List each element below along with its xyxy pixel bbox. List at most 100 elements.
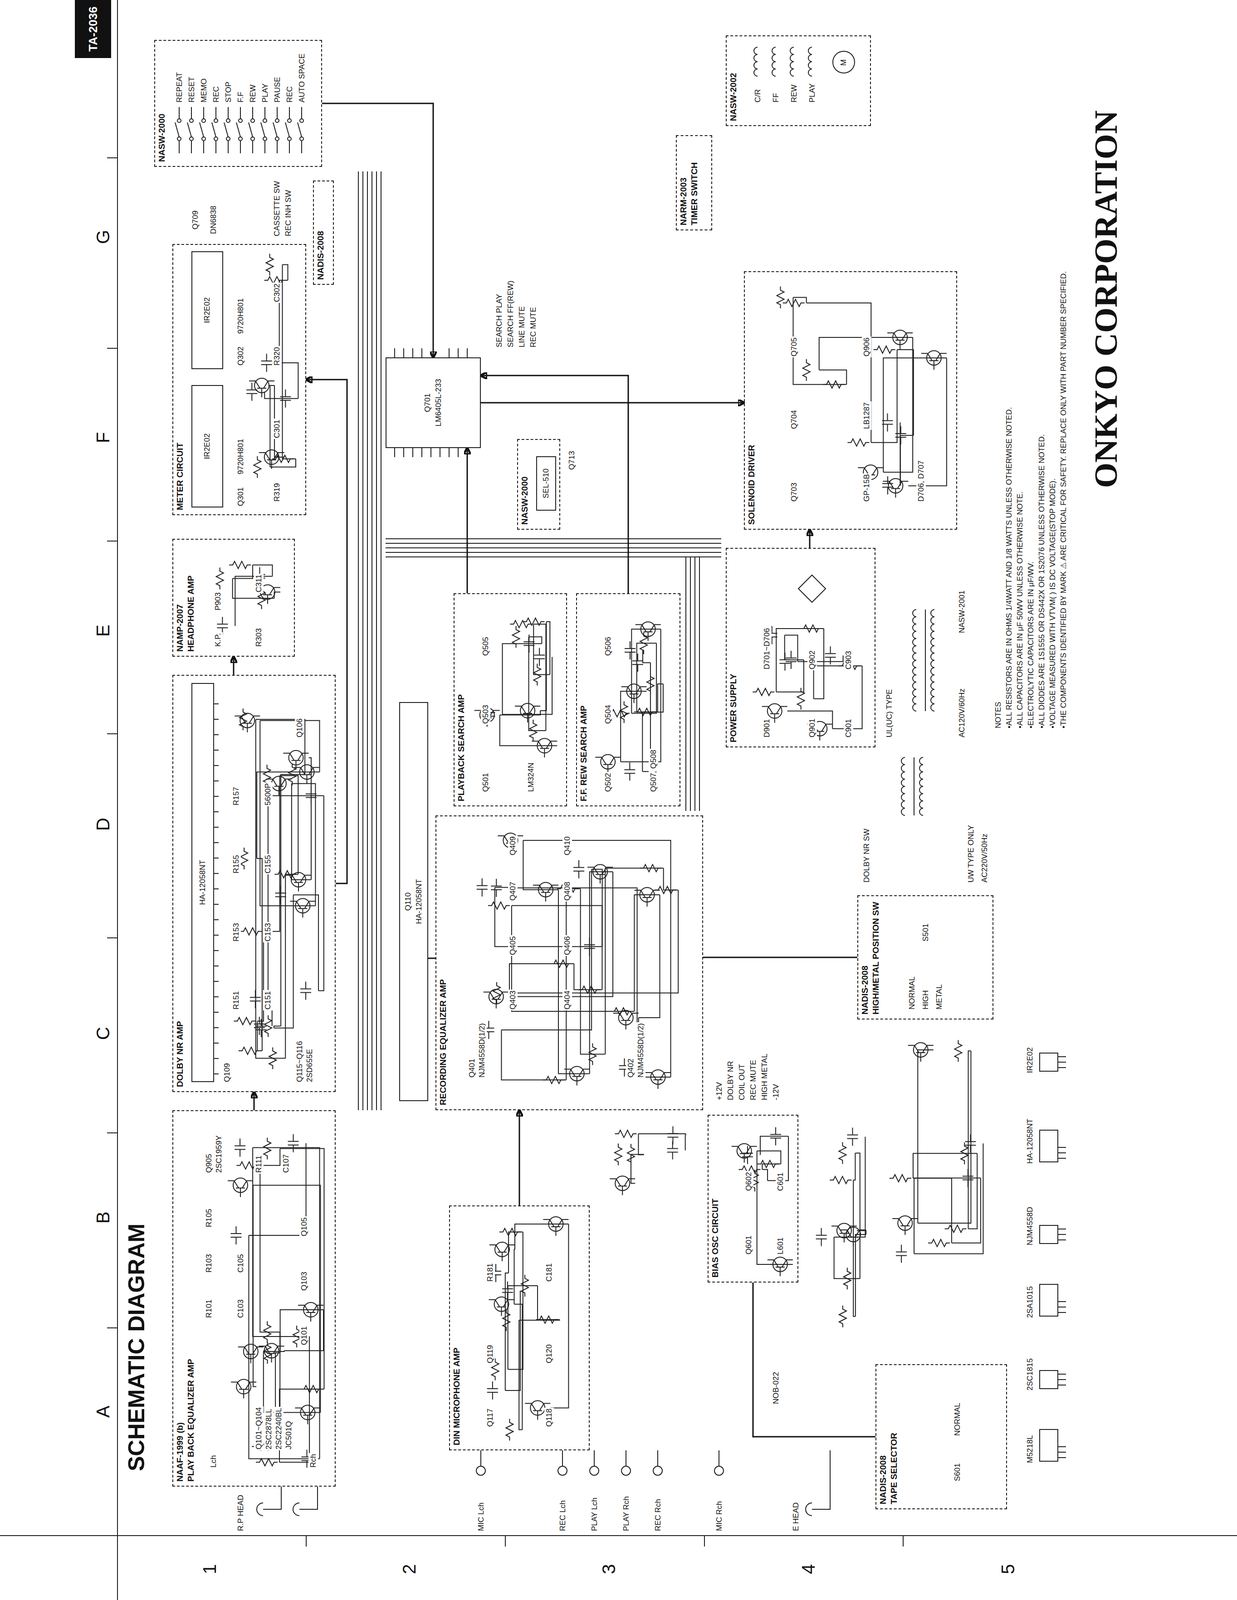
note-text: •ALL CAPACITORS ARE IN μF 50WV UNLESS OT… [1015, 490, 1025, 730]
part-label: C105 [235, 1253, 246, 1274]
head-symbol [805, 1450, 831, 1516]
part-label: R151 [231, 990, 241, 1011]
capacitor-symbol [742, 1146, 753, 1165]
part-label: 2SA1015 [1025, 1285, 1035, 1320]
wire [813, 665, 863, 700]
capacitor-symbol [632, 653, 644, 672]
block-title: NASW-2000 [519, 475, 530, 527]
resistor-symbol [614, 1144, 622, 1166]
switch-contact [189, 136, 194, 141]
circuit-block: NADIS-2008TAPE SELECTOR [875, 1364, 1008, 1510]
wire [897, 349, 914, 436]
switch-symbol [285, 107, 290, 154]
wire [256, 858, 263, 1052]
grid-tick [107, 1132, 118, 1134]
part-label: REC [211, 85, 221, 104]
wire [528, 636, 543, 644]
wire [232, 578, 275, 599]
transistor-leads [531, 741, 558, 758]
block-title: HIGH/METAL POSITION SW [870, 900, 881, 1017]
switch-contact [201, 118, 206, 123]
wire [663, 868, 679, 890]
part-label: +12V [714, 1081, 724, 1102]
resistor-symbol [954, 1040, 962, 1062]
part-label: METAL [934, 983, 944, 1011]
wire [550, 1224, 569, 1409]
part-label: 9720H801 [235, 297, 246, 335]
solenoid-coil [790, 47, 794, 77]
resistor-symbol [509, 620, 532, 628]
transistor-leads [634, 890, 661, 907]
bus-wire [357, 171, 359, 1111]
part-label: PAUSE [272, 76, 283, 104]
part-label: Q502 [603, 772, 613, 793]
wire [291, 783, 316, 907]
part-label: NASW-2001 [957, 589, 967, 635]
wire [968, 1153, 978, 1229]
solenoid-coil [772, 47, 776, 77]
switch-symbol [211, 107, 216, 154]
part-label: Q703 [789, 481, 799, 503]
part-label: Q301 [235, 486, 246, 508]
switch-contact [287, 136, 292, 141]
grid-reference: D [92, 816, 113, 832]
wire [533, 624, 550, 675]
wire [968, 1051, 972, 1229]
ic-pin [412, 348, 414, 358]
part-label: UL(UC) TYPE [884, 688, 895, 739]
switch-symbol [175, 107, 180, 154]
wire [913, 1153, 978, 1179]
block-title: POWER SUPPLY [728, 672, 739, 744]
transistor-symbol [595, 754, 621, 774]
capacitor-symbol [895, 1245, 907, 1264]
part-label: FF [771, 92, 781, 104]
transformer-winding [901, 757, 905, 816]
wire [908, 357, 947, 486]
switch-symbol [224, 107, 229, 154]
part-label: D706, D707 [916, 459, 926, 503]
wire [252, 1147, 320, 1459]
wire [528, 636, 547, 731]
resistor-symbol [777, 286, 785, 309]
transistor-symbol [882, 478, 909, 498]
wire [505, 1290, 521, 1391]
package-lead [1057, 1152, 1066, 1154]
wire [256, 772, 320, 859]
grid-tick [902, 1535, 904, 1547]
capacitor-symbol [230, 1226, 242, 1245]
head-symbol [256, 1486, 318, 1516]
wire [917, 1050, 934, 1224]
wire [684, 1135, 687, 1151]
capacitor-symbol [246, 382, 258, 401]
transistor-leads [921, 353, 947, 370]
grid-reference: F [92, 431, 113, 445]
transistor-leads [887, 332, 913, 350]
resistor-symbol [216, 567, 224, 590]
resistor-symbol [829, 1176, 852, 1184]
grid-tick [704, 1535, 705, 1547]
wire [285, 874, 299, 1059]
switch-contact [177, 136, 181, 141]
part-label: P903 [213, 591, 223, 612]
part-label: Q101 [299, 1325, 309, 1347]
solenoid-coil [753, 47, 758, 77]
signal-connector [752, 1282, 876, 1438]
switch-contact [226, 136, 230, 141]
transformer-winding [930, 609, 935, 712]
grid-tick [107, 157, 118, 159]
resistor-symbol [502, 1309, 510, 1332]
block-title: IR2E02 [202, 296, 213, 325]
part-label: Rch [308, 1453, 318, 1469]
block-title: NAAF-1999 (b) [175, 1421, 186, 1484]
wire [279, 1389, 324, 1463]
jack-symbol [653, 1466, 663, 1476]
jack-symbol [621, 1466, 631, 1476]
signal-connector [518, 1110, 521, 1206]
wire [853, 1180, 856, 1317]
part-label: C901 [843, 718, 854, 739]
signal-connector [466, 448, 469, 594]
signal-connector [306, 379, 348, 884]
resistor-symbol [873, 346, 896, 354]
grid-tick [107, 733, 118, 735]
wire [917, 1051, 971, 1224]
